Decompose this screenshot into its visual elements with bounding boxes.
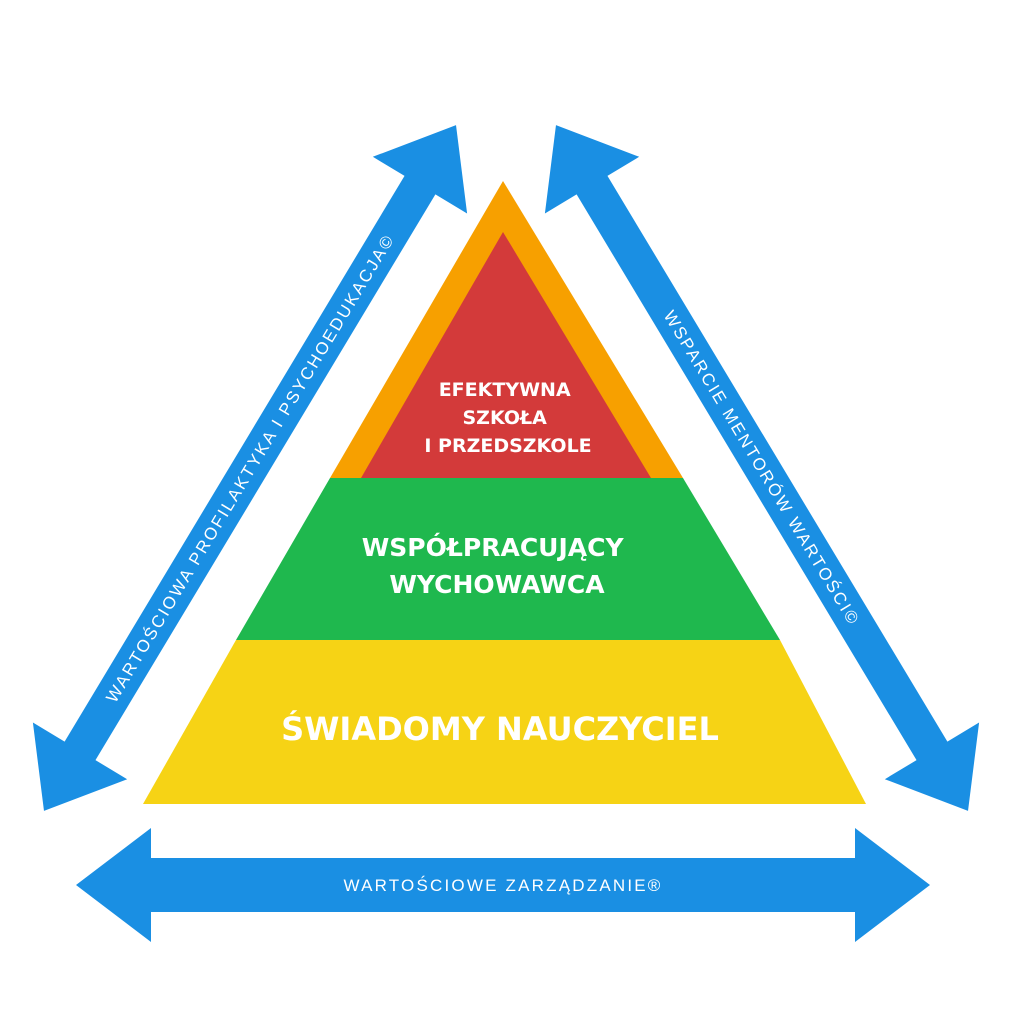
tier-top-line-3: I PRZEDSZKOLE [424, 435, 591, 457]
pyramid: EFEKTYWNA SZKOŁA I PRZEDSZKOLE WSPÓŁPRAC… [143, 181, 866, 804]
tier-top-label: EFEKTYWNA SZKOŁA I PRZEDSZKOLE [424, 379, 591, 457]
tier-middle-label: WSPÓŁPRACUJĄCY WYCHOWAWCA [362, 532, 633, 599]
tier-middle-line-2: WYCHOWAWCA [389, 570, 605, 599]
double-arrow-icon [76, 828, 930, 942]
pyramid-tier-middle [236, 478, 780, 640]
tier-middle-line-1: WSPÓŁPRACUJĄCY [362, 532, 625, 562]
tier-top-line-2: SZKOŁA [462, 407, 547, 429]
tier-bottom-line-1: ŚWIADOMY NAUCZYCIEL [281, 709, 719, 748]
bottom-double-arrow: WARTOŚCIOWE ZARZĄDZANIE® [76, 828, 930, 942]
bottom-arrow-label: WARTOŚCIOWE ZARZĄDZANIE® [343, 876, 662, 895]
double-arrow-icon [544, 125, 980, 811]
double-arrow-icon [32, 125, 468, 811]
tier-bottom-label: ŚWIADOMY NAUCZYCIEL [281, 709, 719, 748]
pyramid-tier-bottom [143, 640, 866, 804]
pyramid-tier-top [361, 232, 651, 478]
tier-top-line-1: EFEKTYWNA [439, 379, 571, 401]
